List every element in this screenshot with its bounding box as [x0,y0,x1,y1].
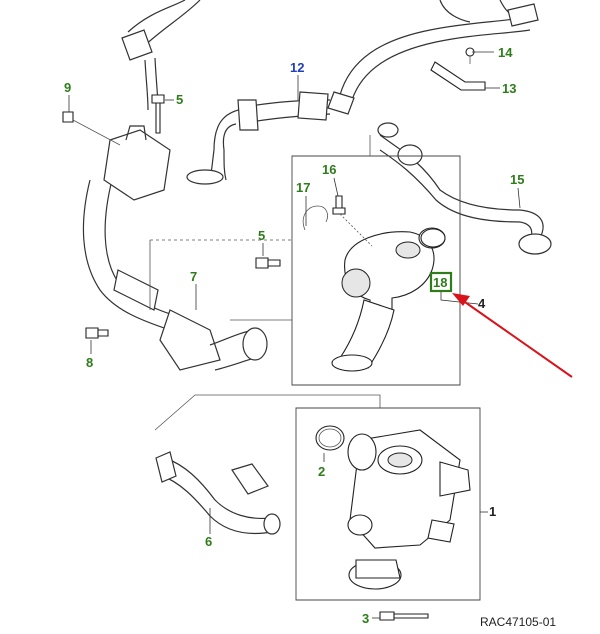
bolt-9 [62,111,121,146]
top-left-hose [121,0,201,111]
callout-4: 4 [478,296,486,311]
bolt-5-top [151,94,165,134]
callout-15: 15 [510,172,524,187]
sensor-16 [332,195,373,247]
part-18-highlight-box [429,271,453,293]
callout-17: 17 [296,180,310,195]
clip-17 [302,205,328,231]
o-ring-2 [315,425,345,451]
bolt-8 [85,327,109,339]
bolt-5-left [255,257,281,269]
o-ring-18 [420,228,446,248]
callout-9: 9 [64,80,71,95]
callout-2: 2 [318,464,325,479]
part-15-hose [377,122,552,255]
bolt-3 [379,611,429,621]
red-pointer-arrow [452,293,573,378]
callout-1: 1 [489,504,496,519]
assembly-frame-1 [295,407,481,601]
part-6-hose [155,451,281,535]
left-coolant-pipe [82,125,268,371]
callout-6: 6 [205,534,212,549]
leader-lines [68,51,521,619]
reference-code: RAC47105-01 [480,615,556,629]
callout-5-mid: 5 [258,228,265,243]
callout-14: 14 [498,45,513,60]
assembly-frame-4 [291,155,461,386]
callout-16: 16 [322,162,336,177]
thermostat-assembly-1 [347,429,471,590]
callout-5-top: 5 [176,92,183,107]
callout-12: 12 [290,60,304,75]
callout-8: 8 [86,355,93,370]
callout-13: 13 [502,81,516,96]
callout-3: 3 [362,611,369,626]
thermostat-housing-4 [331,227,446,372]
callout-18: 18 [433,275,447,290]
bracket-13 [430,47,486,91]
callout-7: 7 [190,269,197,284]
upper-coolant-hose [186,0,539,185]
